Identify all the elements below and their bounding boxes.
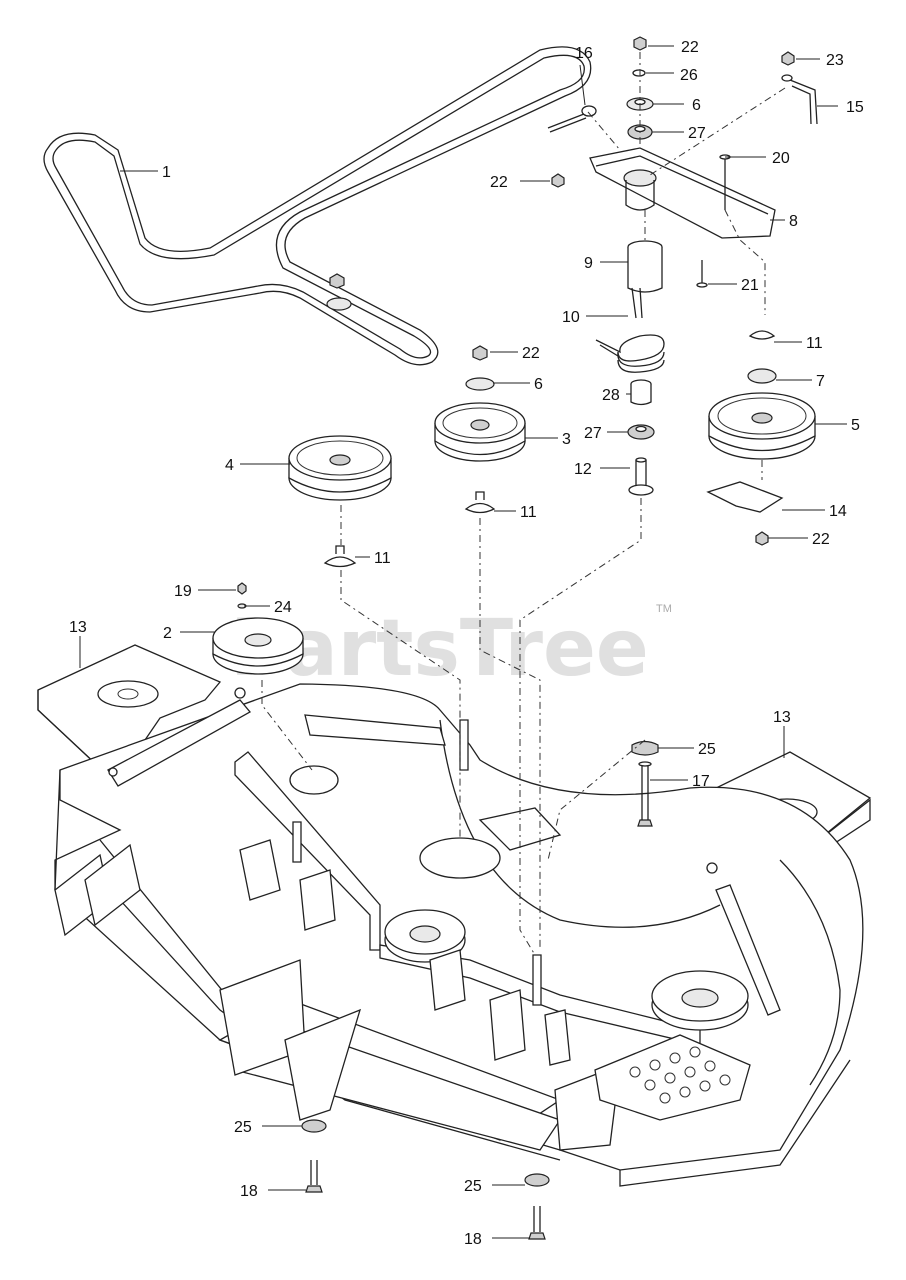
callout-24: 24 bbox=[274, 599, 292, 616]
callout-14: 14 bbox=[829, 503, 847, 520]
callout-22-low: 22 bbox=[812, 531, 830, 548]
pins bbox=[696, 154, 731, 288]
callout-6-top: 6 bbox=[692, 97, 701, 114]
idler-arm bbox=[589, 147, 776, 239]
callout-22-mid: 22 bbox=[522, 345, 540, 362]
callout-18-bottom: 18 bbox=[464, 1231, 482, 1248]
pulley-2 bbox=[212, 582, 304, 675]
callout-11-right: 11 bbox=[806, 335, 823, 352]
callout-17: 17 bbox=[692, 773, 710, 790]
callout-28: 28 bbox=[602, 387, 620, 404]
belt-cover-left bbox=[37, 644, 222, 772]
callout-11-mid: 11 bbox=[520, 504, 537, 521]
assembly-lines bbox=[261, 52, 786, 956]
callout-22-arm: 22 bbox=[490, 174, 508, 191]
idler-bushing-11 bbox=[323, 545, 357, 568]
callout-27-mid: 27 bbox=[584, 425, 602, 442]
callout-18-left: 18 bbox=[240, 1183, 258, 1200]
callout-12: 12 bbox=[574, 461, 592, 478]
callout-19: 19 bbox=[174, 583, 192, 600]
pulley-3 bbox=[434, 345, 526, 514]
callout-6-mid: 6 bbox=[534, 376, 543, 393]
callout-4: 4 bbox=[225, 457, 234, 474]
mower-deck bbox=[54, 683, 864, 1187]
callout-20: 20 bbox=[772, 150, 790, 167]
pulley-5 bbox=[706, 330, 816, 546]
callout-3: 3 bbox=[562, 431, 571, 448]
callout-23: 23 bbox=[826, 52, 844, 69]
callout-9: 9 bbox=[584, 255, 593, 272]
callout-25-bottom: 25 bbox=[464, 1178, 482, 1195]
callout-2: 2 bbox=[163, 625, 172, 642]
callout-13-left: 13 bbox=[69, 619, 87, 636]
callout-1: 1 bbox=[162, 164, 171, 181]
callout-13-right: 13 bbox=[773, 709, 791, 726]
callout-8: 8 bbox=[789, 213, 798, 230]
pulley-4 bbox=[288, 273, 392, 501]
callout-15: 15 bbox=[846, 99, 864, 116]
roller-guard-holes bbox=[629, 1046, 731, 1104]
callout-25-right: 25 bbox=[698, 741, 716, 758]
callout-5: 5 bbox=[851, 417, 860, 434]
callout-7: 7 bbox=[816, 373, 825, 390]
callout-21: 21 bbox=[741, 277, 759, 294]
bent-rod bbox=[789, 79, 818, 125]
callout-10: 10 bbox=[562, 309, 580, 326]
spring-assembly bbox=[595, 240, 665, 496]
callout-22-top: 22 bbox=[681, 39, 699, 56]
callout-11-left: 11 bbox=[374, 550, 391, 567]
callout-25-left: 25 bbox=[234, 1119, 252, 1136]
callout-27-top: 27 bbox=[688, 125, 706, 142]
watermark-tm: TM bbox=[656, 603, 672, 615]
callout-labels: 1 16 22 26 6 27 23 15 20 22 8 9 21 10 11… bbox=[69, 39, 864, 1248]
hook-rod bbox=[547, 105, 597, 133]
callout-16: 16 bbox=[575, 45, 593, 62]
callout-26: 26 bbox=[680, 67, 698, 84]
leader-lines bbox=[79, 45, 847, 1239]
drive-belt bbox=[43, 46, 592, 366]
